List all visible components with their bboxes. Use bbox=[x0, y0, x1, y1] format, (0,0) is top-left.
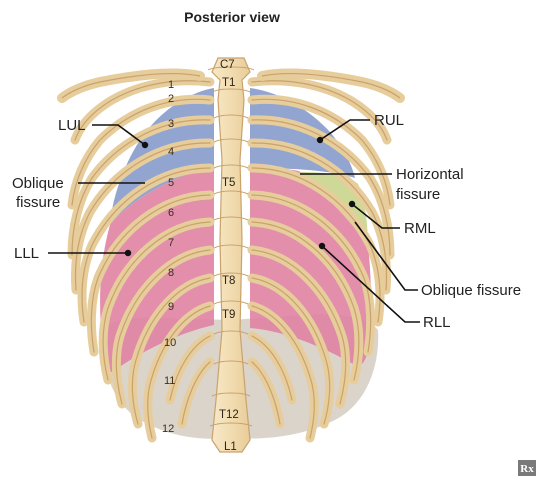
figure-title: Posterior view bbox=[184, 9, 280, 25]
rib-number-4: 4 bbox=[168, 146, 174, 158]
vertebra-label-t12: T12 bbox=[219, 409, 239, 421]
rib-number-3: 3 bbox=[168, 118, 174, 130]
label-horizontal-line2: fissure bbox=[396, 186, 440, 203]
label-rll: RLL bbox=[423, 314, 451, 331]
rib-number-8: 8 bbox=[168, 267, 174, 279]
rx-badge-text: Rx bbox=[520, 463, 534, 475]
rib-number-12: 12 bbox=[162, 423, 174, 435]
label-oblique-left-line1: Oblique bbox=[12, 175, 64, 192]
rib-number-2: 2 bbox=[168, 93, 174, 105]
label-rul: RUL bbox=[374, 112, 404, 129]
label-oblique-left-line2: fissure bbox=[16, 194, 60, 211]
rib-number-10: 10 bbox=[164, 337, 176, 349]
vertebra-label-t9: T9 bbox=[222, 309, 235, 321]
label-rml: RML bbox=[404, 220, 436, 237]
vertebra-label-c7: C7 bbox=[220, 59, 235, 71]
rib-number-7: 7 bbox=[168, 237, 174, 249]
label-oblique-right: Oblique fissure bbox=[421, 282, 521, 299]
vertebra-label-t5: T5 bbox=[222, 177, 235, 189]
vertebra-label-t8: T8 bbox=[222, 275, 235, 287]
rib-number-11: 11 bbox=[164, 375, 175, 387]
vertebra-label-l1: L1 bbox=[224, 441, 237, 453]
vertebra-label-t1: T1 bbox=[222, 77, 235, 89]
rib-number-1: 1 bbox=[168, 79, 174, 91]
label-horizontal-line1: Horizontal bbox=[396, 166, 464, 183]
label-lll: LLL bbox=[14, 245, 39, 262]
rib-number-5: 5 bbox=[168, 177, 174, 189]
rx-badge: Rx bbox=[518, 460, 536, 476]
rib-number-6: 6 bbox=[168, 207, 174, 219]
rib-number-9: 9 bbox=[168, 301, 174, 313]
label-lul: LUL bbox=[58, 117, 86, 134]
